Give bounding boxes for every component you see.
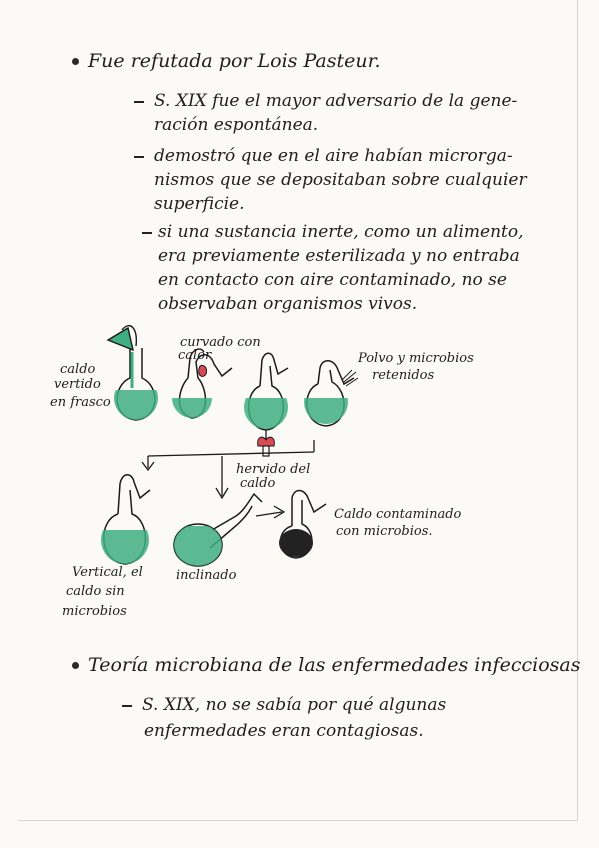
contaminated-broth — [279, 529, 313, 557]
label-contaminado: con microbios. — [336, 524, 433, 539]
branch-arrows — [141, 440, 315, 519]
note-line: S. XIX, no se sabía por qué algunas — [142, 695, 447, 715]
note-line: en contacto con aire contaminado, no se — [158, 270, 507, 290]
page-bottom-line — [18, 820, 578, 821]
bullet-dot — [72, 58, 79, 65]
broth-fill — [101, 530, 149, 564]
section1-heading: Fue refutada por Lois Pasteur. — [88, 50, 381, 72]
flame-icon — [257, 436, 275, 447]
label-caldo-vertido: caldo — [60, 362, 96, 377]
label-curvado: calor — [178, 348, 212, 363]
label-vertical: Vertical, el — [72, 565, 143, 580]
broth-fill — [172, 398, 212, 418]
bullet-dot — [72, 662, 79, 669]
flask-curving — [172, 348, 233, 419]
dash-marker — [134, 101, 144, 103]
note-line: S. XIX fue el mayor adversario de la gen… — [154, 91, 518, 111]
flask-dust-trapped — [304, 360, 359, 427]
label-polvo: Polvo y microbios — [358, 351, 474, 366]
label-hervido: hervido del — [236, 462, 311, 477]
label-hervido: caldo — [240, 476, 276, 491]
dash-marker — [122, 705, 132, 707]
flask-tilted — [173, 492, 263, 567]
arrow-down-icon — [141, 461, 155, 472]
pouring-beaker — [106, 326, 134, 352]
broth-fill — [244, 398, 288, 429]
label-inclinado: inclinado — [176, 568, 237, 583]
note-line: si una sustancia inerte, como un aliment… — [158, 222, 524, 242]
section2-heading: Teoría microbiana de las enfermedades in… — [88, 654, 581, 676]
note-line: nismos que se depositaban sobre cualquie… — [154, 170, 527, 190]
broth-fill — [174, 526, 222, 566]
flask-heated — [244, 352, 289, 457]
note-line: ración espontánea. — [154, 115, 319, 135]
label-caldo-vertido: vertido — [54, 377, 101, 392]
burner-icon — [262, 445, 270, 457]
broth-fill — [114, 390, 158, 420]
label-curvado: curvado con — [180, 335, 261, 350]
flask-contaminated — [279, 489, 327, 559]
note-line: era previamente esterilizada y no entrab… — [158, 246, 520, 266]
label-polvo: retenidos — [372, 368, 435, 383]
flask-pouring — [106, 325, 158, 421]
note-line: enfermedades eran contagiosas. — [144, 721, 424, 741]
label-vertical: microbios — [62, 604, 127, 619]
note-line: superficie. — [154, 194, 245, 214]
arrow-down-icon — [215, 487, 229, 500]
page-margin-line — [577, 0, 578, 820]
arrow-right-icon — [273, 505, 286, 519]
flame-icon — [198, 365, 207, 377]
broth-fill — [304, 398, 348, 424]
dash-marker — [142, 232, 152, 234]
note-line: observaban organismos vivos. — [158, 294, 418, 314]
flask-vertical — [101, 474, 151, 565]
dash-marker — [134, 156, 144, 158]
note-line: demostró que en el aire habían microrga- — [154, 146, 513, 166]
label-caldo-vertido: en frasco — [50, 395, 111, 410]
label-vertical: caldo sin — [66, 584, 125, 599]
label-contaminado: Caldo contaminado — [334, 507, 462, 522]
